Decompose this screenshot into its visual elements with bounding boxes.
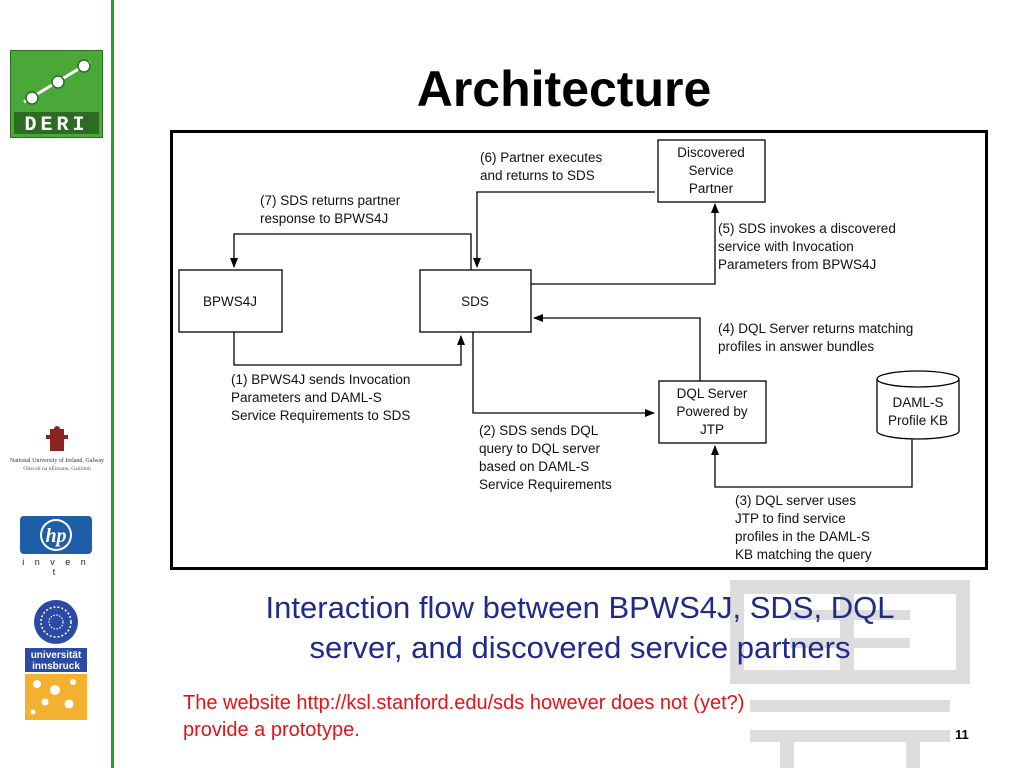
node-bpws4j-label: BPWS4J (203, 294, 257, 309)
edge-step5 (531, 203, 719, 285)
label-step7: (7) SDS returns partner response to BPWS… (260, 193, 401, 226)
label-step6-line2: and returns to SDS (480, 168, 595, 183)
label-step1-line3: Service Requirements to SDS (231, 408, 410, 423)
page-title: Architecture (416, 61, 712, 117)
watermark-glyph (730, 580, 970, 768)
innsbruck-logo: universität innsbruck (25, 598, 87, 720)
label-step5-line3: Parameters from BPWS4J (718, 257, 876, 272)
sidebar-divider (111, 0, 114, 768)
edge-step7 (230, 233, 472, 270)
label-step3-line4: KB matching the query (735, 547, 872, 562)
diagram-caption: Interaction flow between BPWS4J, SDS, DQ… (180, 588, 980, 668)
caption-line1: Interaction flow between BPWS4J, SDS, DQ… (265, 590, 895, 625)
node-dql-line2: Powered by (676, 404, 748, 419)
node-partner-line3: Partner (689, 181, 734, 196)
label-step2-line1: (2) SDS sends DQL (479, 423, 599, 438)
node-sds: SDS (419, 269, 532, 333)
node-partner-line2: Service (688, 163, 733, 178)
label-step4-line1: (4) DQL Server returns matching (718, 321, 913, 336)
hp-logo: hp (20, 516, 92, 554)
label-step5-line1: (5) SDS invokes a discovered (718, 221, 896, 236)
note-text: The website http://ksl.stanford.edu/sds … (183, 690, 923, 744)
nuig-line2: Ollscoil na hÉireann, Gaillimh (23, 464, 91, 472)
node-kb-line1: DAML-S (892, 395, 943, 410)
innsbruck-line1: universität (31, 650, 82, 661)
edge-step4 (533, 314, 701, 381)
edge-step3 (711, 431, 916, 488)
label-step6-line1: (6) Partner executes (480, 150, 603, 165)
label-step1-line1: (1) BPWS4J sends Invocation (231, 372, 410, 387)
node-sds-label: SDS (461, 294, 489, 309)
edge-step6 (473, 191, 655, 268)
label-step6: (6) Partner executes and returns to SDS (480, 150, 603, 183)
label-step3: (3) DQL server uses JTP to find service … (735, 493, 872, 562)
deri-logo: DERI (10, 50, 103, 138)
innsbruck-line2: innsbruck (32, 661, 80, 672)
node-dql-line3: JTP (700, 422, 724, 437)
node-dql-line1: DQL Server (677, 386, 748, 401)
sidebar: DERI National University of Ireland, Gal… (0, 0, 114, 768)
node-partner-line1: Discovered (677, 145, 745, 160)
node-daml-s-profile-kb: DAML-S Profile KB (876, 370, 960, 440)
node-dql-server: DQL Server Powered by JTP (658, 380, 767, 444)
note-line2: provide a prototype. (183, 719, 360, 741)
label-step5-line2: service with Invocation (718, 239, 854, 254)
label-step7-line1: (7) SDS returns partner (260, 193, 401, 208)
label-step2-line2: query to DQL server (479, 441, 601, 456)
hp-logo-text: hp (45, 525, 66, 547)
architecture-diagram-svg: BPWS4J SDS Discovered Service Partner DQ… (178, 139, 960, 562)
edge-step2 (472, 332, 655, 417)
label-step3-line2: JTP to find service (735, 511, 846, 526)
node-discovered-service-partner: Discovered Service Partner (657, 139, 766, 203)
page-number: 11 (955, 727, 969, 742)
edge-step1 (233, 332, 465, 366)
label-step3-line1: (3) DQL server uses (735, 493, 856, 508)
deri-logo-text: DERI (24, 114, 88, 137)
architecture-diagram: BPWS4J SDS Discovered Service Partner DQ… (170, 130, 988, 570)
label-step4-line2: profiles in answer bundles (718, 339, 874, 354)
label-step2-line3: based on DAML-S (479, 459, 589, 474)
label-step2: (2) SDS sends DQL query to DQL server ba… (479, 423, 612, 492)
caption-line2: server, and discovered service partners (309, 630, 851, 665)
nuig-logo: National University of Ireland, Galway O… (10, 426, 104, 472)
label-step4: (4) DQL Server returns matching profiles… (718, 321, 913, 354)
nuig-line1: National University of Ireland, Galway (10, 457, 104, 464)
node-kb-line2: Profile KB (888, 413, 948, 428)
label-step5: (5) SDS invokes a discovered service wit… (718, 221, 896, 272)
node-bpws4j: BPWS4J (178, 269, 283, 333)
label-step1: (1) BPWS4J sends Invocation Parameters a… (231, 372, 410, 423)
label-step2-line4: Service Requirements (479, 477, 612, 492)
label-step3-line3: profiles in the DAML-S (735, 529, 870, 544)
label-step1-line2: Parameters and DAML-S (231, 390, 382, 405)
hp-tagline: i n v e n t (22, 557, 90, 577)
note-line1: The website http://ksl.stanford.edu/sds … (183, 692, 745, 714)
label-step7-line2: response to BPWS4J (260, 211, 388, 226)
